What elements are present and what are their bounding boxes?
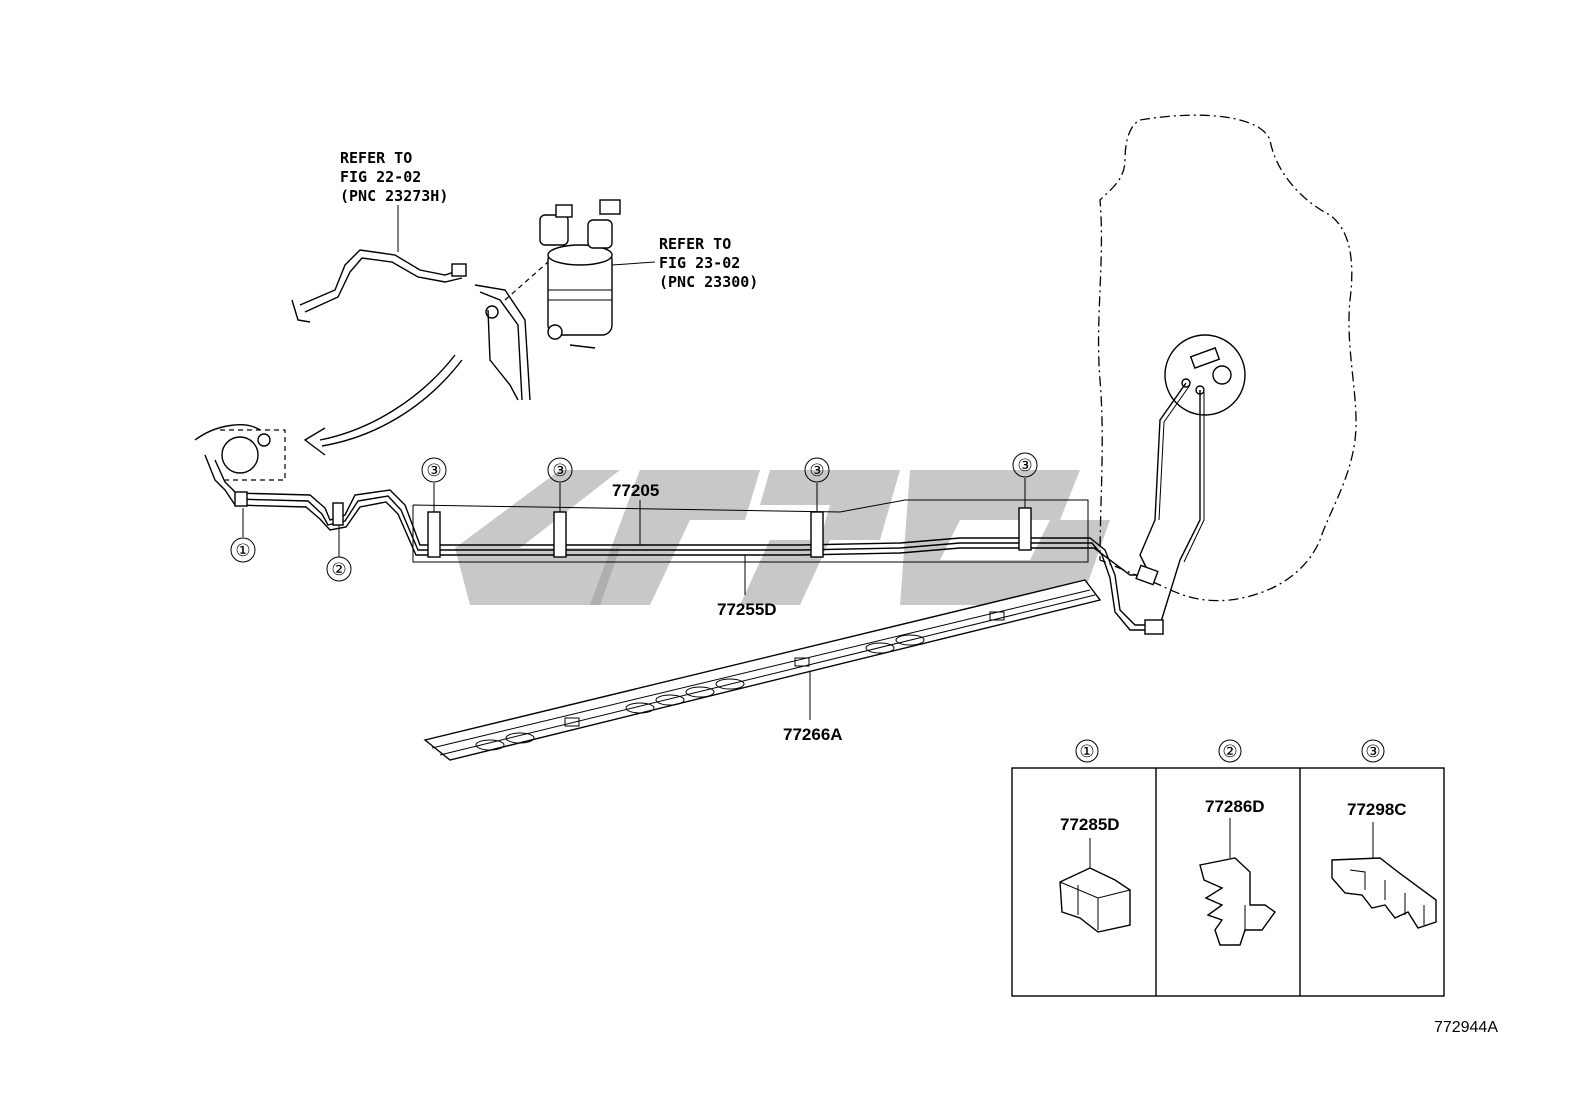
figure-id: 772944A [1434, 1019, 1498, 1036]
part-number-77255D: 77255D [717, 600, 777, 619]
clamp-type2 [332, 502, 344, 526]
svg-text:①: ① [235, 541, 250, 561]
legend-part-77286D: 77286D [1205, 797, 1265, 816]
upper-fuel-line [291, 249, 531, 401]
refer-upper-line2: FIG 22-02 [340, 168, 421, 186]
marker-2: ② [326, 556, 352, 582]
marker-1: ① [230, 537, 256, 563]
fuel-tank-outline [1097, 114, 1357, 602]
legend-header-3: ③ [1361, 739, 1385, 763]
legend-header-2: ② [1218, 739, 1242, 763]
tube-box-outline [412, 499, 1089, 563]
part-number-77205: 77205 [612, 481, 659, 500]
svg-text:③: ③ [809, 461, 824, 481]
svg-text:③: ③ [426, 461, 441, 481]
canister-link [504, 261, 549, 301]
svg-text:①: ① [1079, 742, 1094, 762]
legend-part-77298C: 77298C [1347, 800, 1407, 819]
pump-line-1 [1139, 382, 1187, 576]
leader-lines [242, 478, 1026, 720]
legend-table [1011, 767, 1445, 997]
legend-part-77285D: 77285D [1060, 815, 1120, 834]
connector-lower [1144, 619, 1164, 635]
refer-upper-line1: REFER TO [340, 149, 412, 167]
front-connection [194, 424, 286, 507]
charcoal-canister [539, 199, 656, 349]
svg-text:③: ③ [1365, 742, 1380, 762]
svg-text:②: ② [1222, 742, 1237, 762]
refer-upper-line3: (PNC 23273H) [340, 187, 448, 205]
protector-rail [423, 579, 1102, 761]
legend-header-1: ① [1075, 739, 1099, 763]
watermark-logo [455, 470, 1110, 605]
marker-3d: ③ [1012, 452, 1038, 478]
part-number-77266A: 77266A [783, 725, 843, 744]
clamp-77286D-drawing [1199, 818, 1276, 946]
clamp-77298C-drawing [1331, 822, 1437, 929]
pump-line-2b [1183, 392, 1205, 563]
refer-right-line1: REFER TO [659, 235, 731, 253]
refer-right-line2: FIG 23-02 [659, 254, 740, 272]
refer-right-line3: (PNC 23300) [659, 273, 758, 291]
clamp-type3-group [427, 507, 1032, 558]
marker-3c: ③ [804, 457, 830, 483]
curved-arrow [303, 354, 463, 456]
clamp-77285D-drawing [1059, 838, 1131, 933]
fuel-pump-unit [1164, 334, 1246, 416]
svg-text:③: ③ [552, 461, 567, 481]
marker-3a: ③ [421, 457, 447, 483]
connector-upper [1135, 564, 1159, 586]
marker-3b: ③ [547, 457, 573, 483]
pump-line-2 [1159, 390, 1201, 626]
pump-line-1b [1158, 384, 1191, 521]
main-tube-bundle [234, 489, 1160, 631]
svg-text:③: ③ [1017, 456, 1032, 476]
svg-text:②: ② [331, 560, 346, 580]
